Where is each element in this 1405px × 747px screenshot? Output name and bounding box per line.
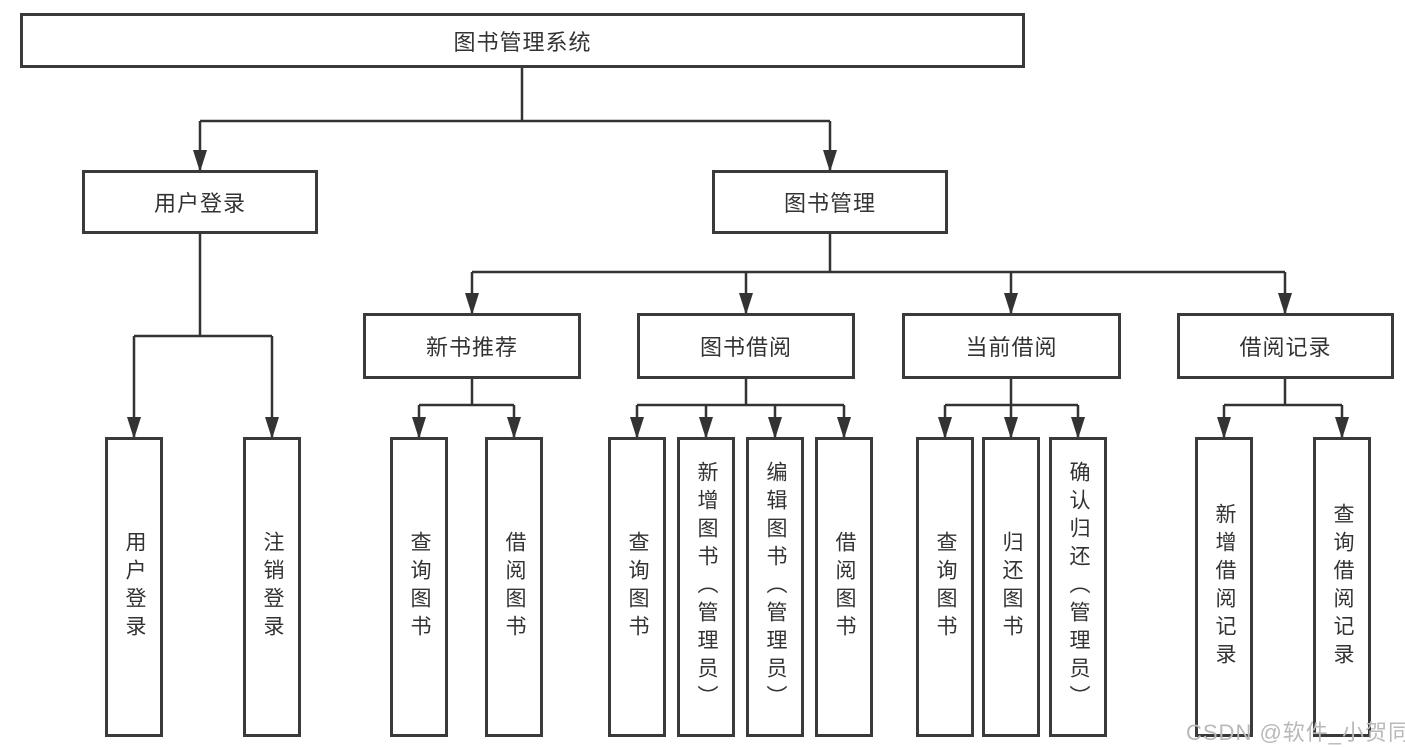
- node-label: 借阅记录: [1239, 335, 1332, 360]
- node-label: 新书推荐: [425, 335, 518, 360]
- csdn-watermark: CSDN @软件_小贺同学: [1186, 720, 1405, 745]
- leaf-label: 借阅图书: [833, 531, 856, 643]
- node-label: 用户登录: [153, 191, 246, 216]
- leaf-confirm-return-admin: 确认归还（管理员）: [1049, 437, 1107, 737]
- leaf-label: 查询图书: [934, 531, 957, 643]
- node-current-borrow: 当前借阅: [902, 313, 1121, 379]
- leaf-logout: 注销登录: [243, 437, 301, 737]
- leaf-label: 新增图书（管理员）: [695, 461, 718, 713]
- node-label: 图书管理系统: [453, 29, 592, 55]
- leaf-label: 用户登录: [123, 531, 146, 643]
- leaf-label: 归还图书: [1000, 531, 1023, 643]
- leaf-label: 查询借阅记录: [1331, 503, 1354, 671]
- leaf-label: 注销登录: [261, 531, 284, 643]
- node-book-management: 图书管理: [712, 170, 948, 234]
- node-label: 当前借阅: [965, 335, 1058, 360]
- leaf-query-books-2: 查询图书: [608, 437, 666, 737]
- node-book-borrow: 图书借阅: [637, 313, 855, 379]
- leaf-add-borrow-record: 新增借阅记录: [1195, 437, 1253, 737]
- leaf-label: 确认归还（管理员）: [1067, 461, 1090, 713]
- leaf-query-books-3: 查询图书: [916, 437, 974, 737]
- arrowheads: [127, 150, 1349, 439]
- node-root-system: 图书管理系统: [20, 13, 1025, 68]
- leaf-user-login: 用户登录: [105, 437, 163, 737]
- leaf-label: 新增借阅记录: [1213, 503, 1236, 671]
- leaf-return-books: 归还图书: [982, 437, 1040, 737]
- leaf-label: 查询图书: [626, 531, 649, 643]
- leaf-label: 查询图书: [408, 531, 431, 643]
- node-label: 图书借阅: [699, 335, 792, 360]
- leaf-label: 借阅图书: [503, 531, 526, 643]
- leaf-edit-books-admin: 编辑图书（管理员）: [746, 437, 804, 737]
- leaf-query-books-1: 查询图书: [390, 437, 448, 737]
- node-user-login: 用户登录: [82, 170, 318, 234]
- node-borrow-record: 借阅记录: [1177, 313, 1394, 379]
- leaf-borrow-books-2: 借阅图书: [815, 437, 873, 737]
- leaf-add-books-admin: 新增图书（管理员）: [677, 437, 735, 737]
- node-label: 图书管理: [783, 191, 876, 216]
- node-new-book-recommend: 新书推荐: [363, 313, 581, 379]
- leaf-query-borrow-record: 查询借阅记录: [1313, 437, 1371, 737]
- leaf-borrow-books-1: 借阅图书: [485, 437, 543, 737]
- leaf-label: 编辑图书（管理员）: [764, 461, 787, 713]
